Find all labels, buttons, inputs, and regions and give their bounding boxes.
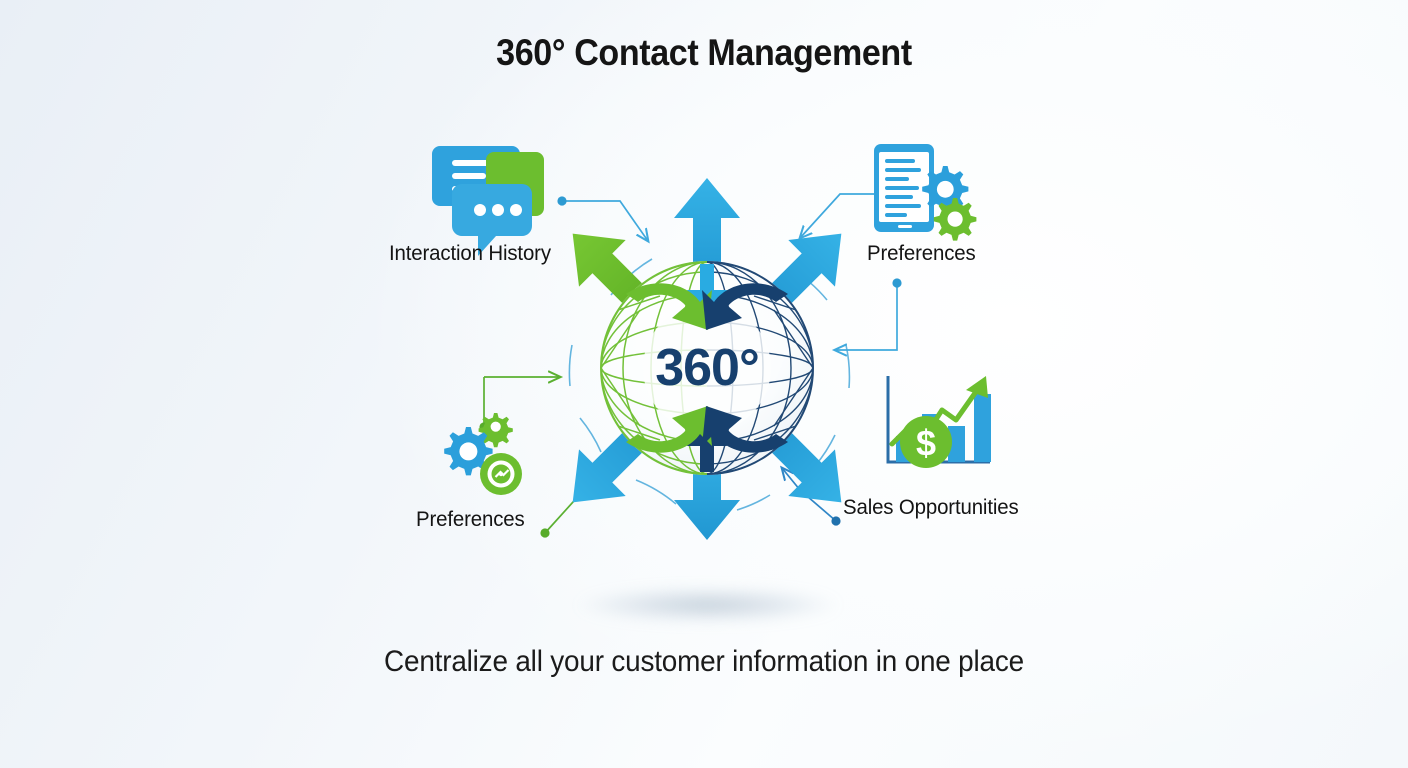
inner-arrow-curve-lower-right <box>702 406 788 453</box>
inner-arrow-curve-upper-right <box>702 283 788 330</box>
node-label-preferences-top: Preferences <box>867 241 976 265</box>
globe-inner-arrows <box>626 264 788 472</box>
gears-settings-icon <box>444 413 522 495</box>
outward-arrow-down <box>674 440 740 540</box>
outward-arrow-up <box>674 178 740 290</box>
node-label-interaction-history: Interaction History <box>389 241 551 265</box>
globe-center-label: 360° <box>655 339 759 397</box>
inner-arrow-curve-upper-left <box>626 283 712 330</box>
connector-interaction-history <box>557 196 648 241</box>
node-label-preferences-bottom: Preferences <box>416 507 525 531</box>
connector-right-elbow <box>835 278 902 350</box>
chat-bubbles-icon <box>432 146 544 256</box>
growth-chart-dollar-icon: $ <box>886 376 991 468</box>
node-label-sales-opportunities: Sales Opportunities <box>843 495 1019 519</box>
page-caption: Centralize all your customer information… <box>384 645 1024 678</box>
inner-arrow-up-bottom <box>687 416 727 472</box>
inner-arrow-curve-lower-left <box>626 406 712 453</box>
ground-shadow <box>577 588 839 622</box>
globe-graphic: 360° <box>600 261 814 475</box>
tablet-gears-icon <box>874 144 977 241</box>
page-title: 360° Contact Management <box>496 32 912 73</box>
svg-text:$: $ <box>916 423 936 464</box>
inner-arrow-down-top <box>687 264 727 320</box>
